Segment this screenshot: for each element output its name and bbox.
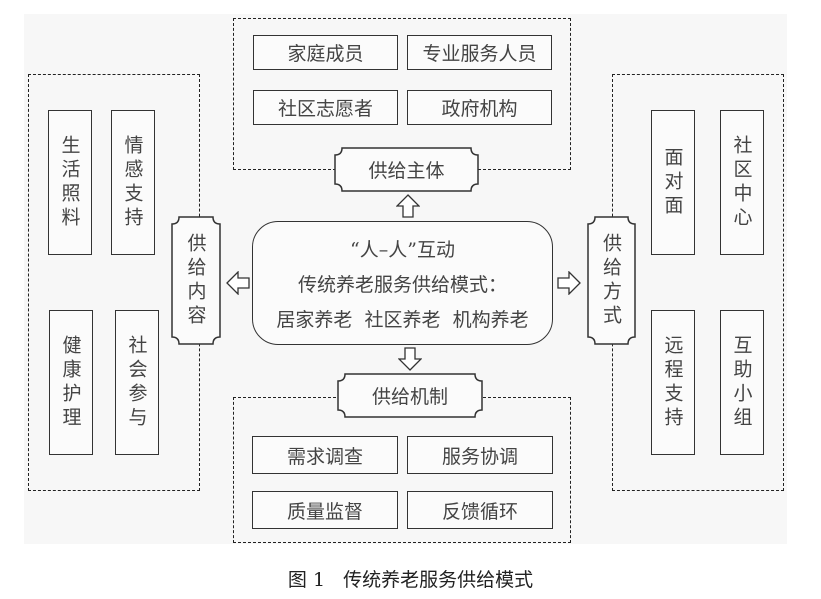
method-item-label: 面对面 <box>661 146 684 219</box>
content-item-emotional-support: 情感支持 <box>111 110 155 255</box>
subject-item-government: 政府机构 <box>407 90 552 125</box>
subject-item-label: 专业服务人员 <box>422 43 537 65</box>
content-item-daily-care: 生活照料 <box>48 110 92 255</box>
supply-method-label: 供给方式 <box>587 216 636 345</box>
mechanism-item-quality-supervision: 质量监督 <box>252 491 398 529</box>
content-item-health-care: 健康护理 <box>49 310 93 455</box>
supply-content-label: 供给内容 <box>171 216 221 345</box>
figure-caption: 图 1 传统养老服务供给模式 <box>0 565 821 592</box>
scroll-frame-shape <box>337 373 483 418</box>
scroll-frame-shape <box>334 147 479 192</box>
method-item-remote-support: 远程支持 <box>651 310 695 455</box>
supply-subject-label: 供给主体 <box>334 147 479 192</box>
content-item-label: 健康护理 <box>59 334 82 431</box>
hollow-arrow-left-icon <box>226 271 250 295</box>
mechanism-item-label: 需求调查 <box>286 445 363 468</box>
content-item-label: 社会参与 <box>125 334 148 431</box>
mechanism-item-service-coordination: 服务协调 <box>407 436 553 474</box>
figure-title: 传统养老服务供给模式 <box>343 569 534 591</box>
mechanism-item-label: 服务协调 <box>441 445 518 468</box>
content-item-social-participation: 社会参与 <box>115 310 159 455</box>
center-line-interaction: “人–人”互动 <box>350 238 455 261</box>
subject-item-volunteer: 社区志愿者 <box>253 90 398 125</box>
subject-item-professional: 专业服务人员 <box>407 35 552 70</box>
central-model-box: “人–人”互动 传统养老服务供给模式： 居家养老 社区养老 机构养老 <box>252 221 553 345</box>
subject-item-family: 家庭成员 <box>253 35 398 70</box>
mechanism-item-label: 质量监督 <box>286 500 363 523</box>
content-item-label: 情感支持 <box>121 134 144 231</box>
mechanism-item-feedback-loop: 反馈循环 <box>407 491 553 529</box>
subject-item-label: 家庭成员 <box>287 43 364 65</box>
subject-item-label: 社区志愿者 <box>277 98 373 120</box>
center-line-model: 传统养老服务供给模式： <box>297 273 507 296</box>
method-item-mutual-aid-group: 互助小组 <box>720 310 764 455</box>
mechanism-item-needs-survey: 需求调查 <box>252 436 398 474</box>
method-item-label: 社区中心 <box>730 134 753 231</box>
method-item-face-to-face: 面对面 <box>651 110 695 255</box>
content-item-label: 生活照料 <box>58 134 81 231</box>
figure-number: 图 1 <box>287 569 326 591</box>
hollow-arrow-right-icon <box>557 271 581 295</box>
method-item-label: 互助小组 <box>730 334 753 431</box>
supply-mechanism-label: 供给机制 <box>337 373 483 418</box>
subject-item-label: 政府机构 <box>441 98 518 120</box>
method-item-community-center: 社区中心 <box>720 110 764 255</box>
center-line-types: 居家养老 社区养老 机构养老 <box>276 308 529 331</box>
method-item-label: 远程支持 <box>661 334 684 431</box>
mechanism-item-label: 反馈循环 <box>441 500 518 523</box>
hollow-arrow-down-icon <box>398 347 422 371</box>
hollow-arrow-up-icon <box>396 194 420 218</box>
scroll-frame-shape <box>171 216 221 345</box>
scroll-frame-shape <box>587 216 636 345</box>
